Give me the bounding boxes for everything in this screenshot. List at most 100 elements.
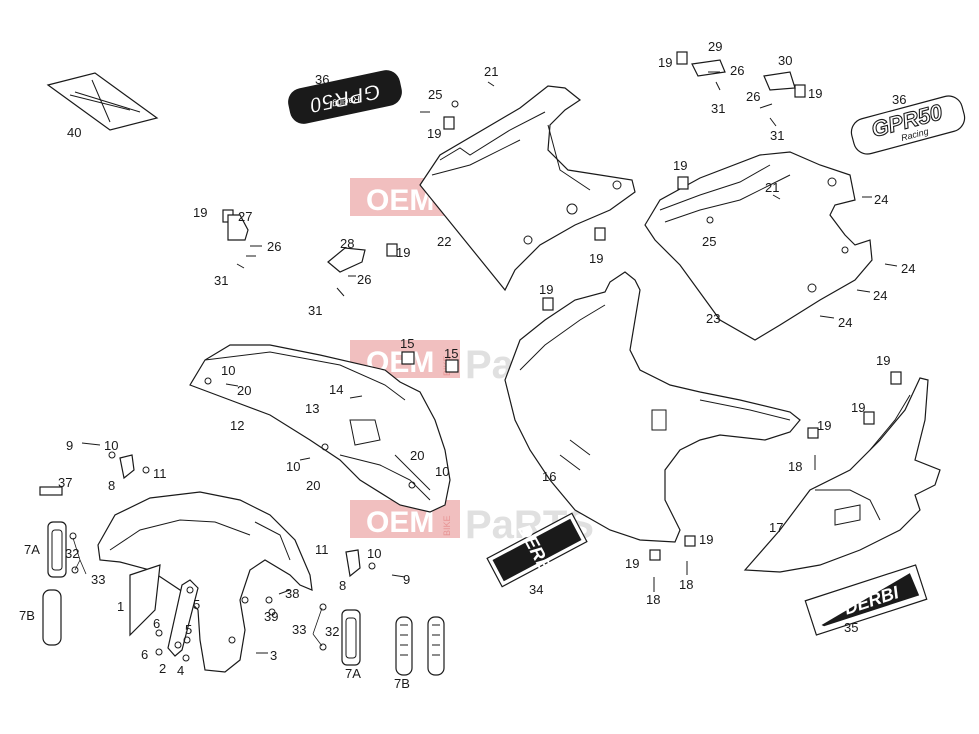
callout-10: 10 <box>221 363 235 378</box>
part-1-front-fender <box>97 491 313 673</box>
decal-40 <box>46 72 159 131</box>
callout-23: 23 <box>706 311 720 326</box>
callout-6: 6 <box>153 616 160 631</box>
callout-1: 1 <box>117 599 124 614</box>
callout-36: 36 <box>892 92 906 107</box>
callout-40: 40 <box>67 125 81 140</box>
callout-19: 19 <box>193 205 207 220</box>
callout-8: 8 <box>108 478 115 493</box>
callout-5: 5 <box>185 622 192 637</box>
callout-33: 33 <box>292 622 306 637</box>
callout-7A: 7A <box>345 666 361 681</box>
callout-24: 24 <box>901 261 915 276</box>
callout-5: 5 <box>193 597 200 612</box>
callout-20: 20 <box>237 383 251 398</box>
decal-36-right: GPR50 Racing <box>850 95 966 155</box>
callout-19: 19 <box>589 251 603 266</box>
svg-text:BIKE: BIKE <box>442 515 452 536</box>
part-16-lower-fairing-left <box>504 271 801 543</box>
callout-22: 22 <box>437 234 451 249</box>
callout-19: 19 <box>876 353 890 368</box>
callout-32: 32 <box>325 624 339 639</box>
callout-7A: 7A <box>24 542 40 557</box>
part-7B-reflector-left <box>42 589 62 646</box>
callout-14: 14 <box>329 382 343 397</box>
callout-11: 11 <box>153 466 167 481</box>
callout-7B: 7B <box>394 676 410 691</box>
callout-2: 2 <box>159 661 166 676</box>
callout-24: 24 <box>874 192 888 207</box>
part-17-belly-pan <box>743 377 941 573</box>
callout-29: 29 <box>708 39 722 54</box>
callout-19: 19 <box>427 126 441 141</box>
callout-10: 10 <box>104 438 118 453</box>
callout-18: 18 <box>788 459 802 474</box>
callout-34: 34 <box>529 582 543 597</box>
callout-35: 35 <box>844 620 858 635</box>
callout-6: 6 <box>141 647 148 662</box>
callout-20: 20 <box>410 448 424 463</box>
callout-26: 26 <box>357 272 371 287</box>
callout-4: 4 <box>177 663 184 678</box>
callout-19: 19 <box>625 556 639 571</box>
callout-27: 27 <box>238 209 252 224</box>
callout-17: 17 <box>769 520 783 535</box>
callout-15: 15 <box>400 336 414 351</box>
svg-text:OEM: OEM <box>366 506 434 539</box>
part-7A-reflector-left <box>47 521 67 578</box>
callout-21: 21 <box>484 64 498 79</box>
callout-10: 10 <box>435 464 449 479</box>
callout-8: 8 <box>339 578 346 593</box>
part-22-upper-fairing-left <box>419 85 636 292</box>
callout-19: 19 <box>699 532 713 547</box>
callout-33: 33 <box>91 572 105 587</box>
part-7B-reflector-right-2 <box>427 616 445 676</box>
callout-21: 21 <box>765 180 779 195</box>
callout-19: 19 <box>539 282 553 297</box>
callout-3: 3 <box>270 648 277 663</box>
callout-11: 11 <box>315 542 329 557</box>
decal-35: DERBI <box>804 564 928 636</box>
part-5-fender-bracket <box>167 579 199 657</box>
callout-10: 10 <box>367 546 381 561</box>
decal-36-left: GPR50 Racing <box>288 70 402 124</box>
callout-24: 24 <box>838 315 852 330</box>
callout-31: 31 <box>711 101 725 116</box>
leader-lines <box>72 537 323 647</box>
callout-38: 38 <box>285 586 299 601</box>
callout-32: 32 <box>65 546 79 561</box>
callout-37: 37 <box>58 475 72 490</box>
part-12-side-panel <box>189 344 451 513</box>
callout-7B: 7B <box>19 608 35 623</box>
callout-19: 19 <box>673 158 687 173</box>
callout-18: 18 <box>679 577 693 592</box>
part-7A-reflector-right <box>341 609 361 666</box>
callout-25: 25 <box>702 234 716 249</box>
callout-9: 9 <box>66 438 73 453</box>
callout-9: 9 <box>403 572 410 587</box>
decal-34: DERBI <box>486 512 588 588</box>
callout-25: 25 <box>428 87 442 102</box>
callout-26: 26 <box>267 239 281 254</box>
callout-19: 19 <box>808 86 822 101</box>
callout-19: 19 <box>396 245 410 260</box>
callout-26: 26 <box>746 89 760 104</box>
callout-19: 19 <box>851 400 865 415</box>
callout-36: 36 <box>315 72 329 87</box>
callout-16: 16 <box>542 469 556 484</box>
callout-26: 26 <box>730 63 744 78</box>
callout-31: 31 <box>770 128 784 143</box>
callout-20: 20 <box>306 478 320 493</box>
callout-31: 31 <box>308 303 322 318</box>
callouts: 40 36 36 21 25 19 22 29 19 26 31 30 26 1… <box>19 39 915 691</box>
callout-12: 12 <box>230 418 244 433</box>
callout-10: 10 <box>286 459 300 474</box>
callout-18: 18 <box>646 592 660 607</box>
callout-19: 19 <box>658 55 672 70</box>
hardware-clips <box>39 51 902 662</box>
callout-15: 15 <box>444 346 458 361</box>
part-7B-reflector-right-1 <box>395 616 413 676</box>
callout-24: 24 <box>873 288 887 303</box>
callout-39: 39 <box>264 609 278 624</box>
